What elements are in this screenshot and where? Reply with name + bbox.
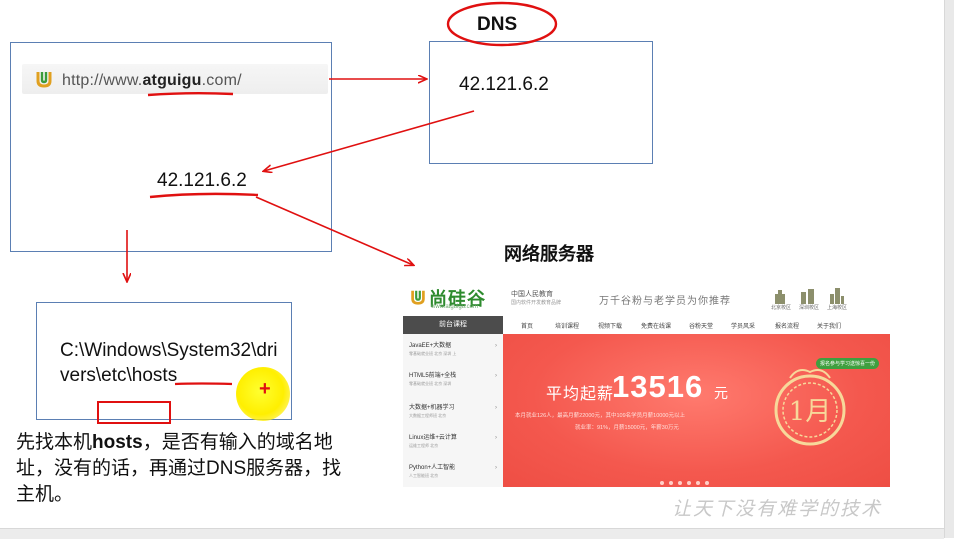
banner-pagination-dots[interactable] — [660, 472, 714, 490]
sidebar-item-title: Python+人工智能 — [409, 465, 456, 471]
site-nav-item[interactable]: 谷粉天堂 — [689, 324, 714, 330]
site-meta-title: 中国人民教育 — [511, 291, 553, 298]
watermark: 让天下没有难学的技术 — [672, 498, 883, 520]
site-logo-icon — [411, 290, 425, 305]
sidebar-item-sub: 零基础就业班 北京 深圳 — [409, 381, 452, 386]
site-logo-sub: www.atguigu.com — [431, 304, 479, 310]
pointer-highlight — [236, 367, 290, 421]
plus-icon: + — [259, 378, 271, 400]
banner-amount: 13516 — [612, 369, 704, 404]
site-nav-item[interactable]: 培训课程 — [555, 324, 580, 330]
dns-resolved-ip: 42.121.6.2 — [459, 74, 549, 95]
chevron-right-icon: › — [495, 373, 497, 379]
sidebar-item-title: HTML5前端+全栈 — [409, 373, 457, 379]
site-category-head[interactable]: 前台课程 — [403, 316, 503, 334]
site-nav-item[interactable]: 视频下载 — [598, 324, 623, 330]
ip-underline — [149, 192, 259, 199]
hosts-box — [36, 302, 292, 420]
site-meta-sub: 国内软件开发教育品牌 — [511, 300, 562, 306]
arrow-ip-to-server — [255, 196, 413, 265]
chevron-right-icon: › — [495, 343, 497, 349]
url-suffix: .com/ — [201, 72, 242, 89]
building-label: 深圳校区 — [798, 305, 819, 311]
banner-title: 平均起薪 — [546, 386, 615, 403]
note-part2: ，是否有输入的域名地址，没有的话，再通过DNS服务器，找主机。 — [16, 432, 342, 505]
sidebar-item-sub: 运维工程师 北京 — [409, 443, 439, 448]
scrollbar-gutter — [944, 0, 954, 538]
sidebar-item-sub: 零基础就业班 北京 深圳 上 — [409, 351, 457, 356]
dns-circle — [446, 1, 558, 47]
sidebar-item[interactable]: HTML5前端+全栈零基础就业班 北京 深圳 — [409, 370, 499, 387]
server-website-screenshot: 尚硅谷 www.atguigu.com 中国人民教育 国内软件开发教育品牌 万千… — [403, 280, 890, 487]
site-nav-item[interactable]: 免费在线课 — [641, 324, 672, 330]
explanation-note: 先找本机hosts，是否有输入的域名地址，没有的话，再通过DNS服务器，找主机。 — [16, 430, 346, 508]
url-domain: atguigu — [142, 72, 202, 89]
site-nav-item[interactable]: 报名流程 — [775, 324, 800, 330]
sidebar-item[interactable]: 大数据+机器学习大数据工程师班 北京 — [409, 402, 499, 419]
sidebar-item-title: JavaEE+大数据 — [409, 343, 452, 349]
building-icon: 深圳校区 — [799, 288, 819, 311]
sidebar-item-title: Linux运维+云计算 — [409, 435, 457, 441]
sidebar-item[interactable]: Python+人工智能人工智能班 北京 — [409, 462, 499, 479]
hosts-highlight-rect — [97, 401, 171, 424]
sidebar-item-sub: 人工智能班 北京 — [409, 473, 439, 478]
browser-url: http://www.atguigu.com/ — [62, 72, 242, 90]
sidebar-item-title: 大数据+机器学习 — [409, 405, 455, 411]
bottom-bar — [0, 528, 944, 539]
note-part1: 先找本机 — [16, 432, 93, 453]
banner-pill[interactable]: 报名参与学习送惊喜一份 — [816, 358, 880, 369]
sidebar-item[interactable]: JavaEE+大数据零基础就业班 北京 深圳 上 — [409, 340, 499, 357]
building-icon: 上海校区 — [827, 288, 847, 311]
chevron-right-icon: › — [495, 435, 497, 441]
url-prefix: http://www. — [62, 72, 143, 89]
month-label: 1月 — [789, 397, 832, 427]
browser-url-bar — [22, 64, 328, 94]
sidebar-item-sub: 大数据工程师班 北京 — [409, 413, 447, 418]
chevron-right-icon: › — [495, 405, 497, 411]
hosts-path: C:\Windows\System32\drivers\etc\hosts — [60, 340, 278, 386]
arrow-dns-to-ip — [264, 110, 475, 171]
dns-box — [429, 41, 653, 164]
hosts-underline — [174, 382, 233, 386]
returned-ip: 42.121.6.2 — [157, 170, 247, 191]
site-nav-item[interactable]: 学员风采 — [731, 324, 756, 330]
site-slogan: 万千谷粉与老学员为你推荐 — [599, 296, 731, 307]
building-label: 上海校区 — [826, 305, 847, 311]
dns-label: DNS — [477, 14, 518, 35]
building-label: 北京校区 — [770, 305, 791, 311]
url-underline — [147, 92, 234, 97]
sidebar-item[interactable]: Linux运维+云计算运维工程师 北京 — [409, 432, 499, 449]
site-sidebar — [403, 334, 503, 487]
month-badge-icon: 1月 — [774, 369, 846, 446]
site-nav-item[interactable]: 关于我们 — [817, 324, 842, 330]
banner-unit: 元 — [714, 385, 728, 401]
building-icon: 北京校区 — [771, 288, 791, 311]
server-label: 网络服务器 — [504, 244, 594, 264]
site-nav-item[interactable]: 首页 — [521, 324, 534, 330]
browser-logo-icon — [36, 72, 52, 88]
banner-line2: 就业率：91%，月薪15000元，年薪30万元 — [575, 425, 679, 431]
site-logo-text: 尚硅谷 — [429, 289, 486, 309]
note-hosts-word: hosts — [92, 432, 143, 453]
banner-line1: 本月就业126人，最高月薪22000元，其中109名学员月薪10000元以上 — [515, 413, 685, 419]
chevron-right-icon: › — [495, 465, 497, 471]
